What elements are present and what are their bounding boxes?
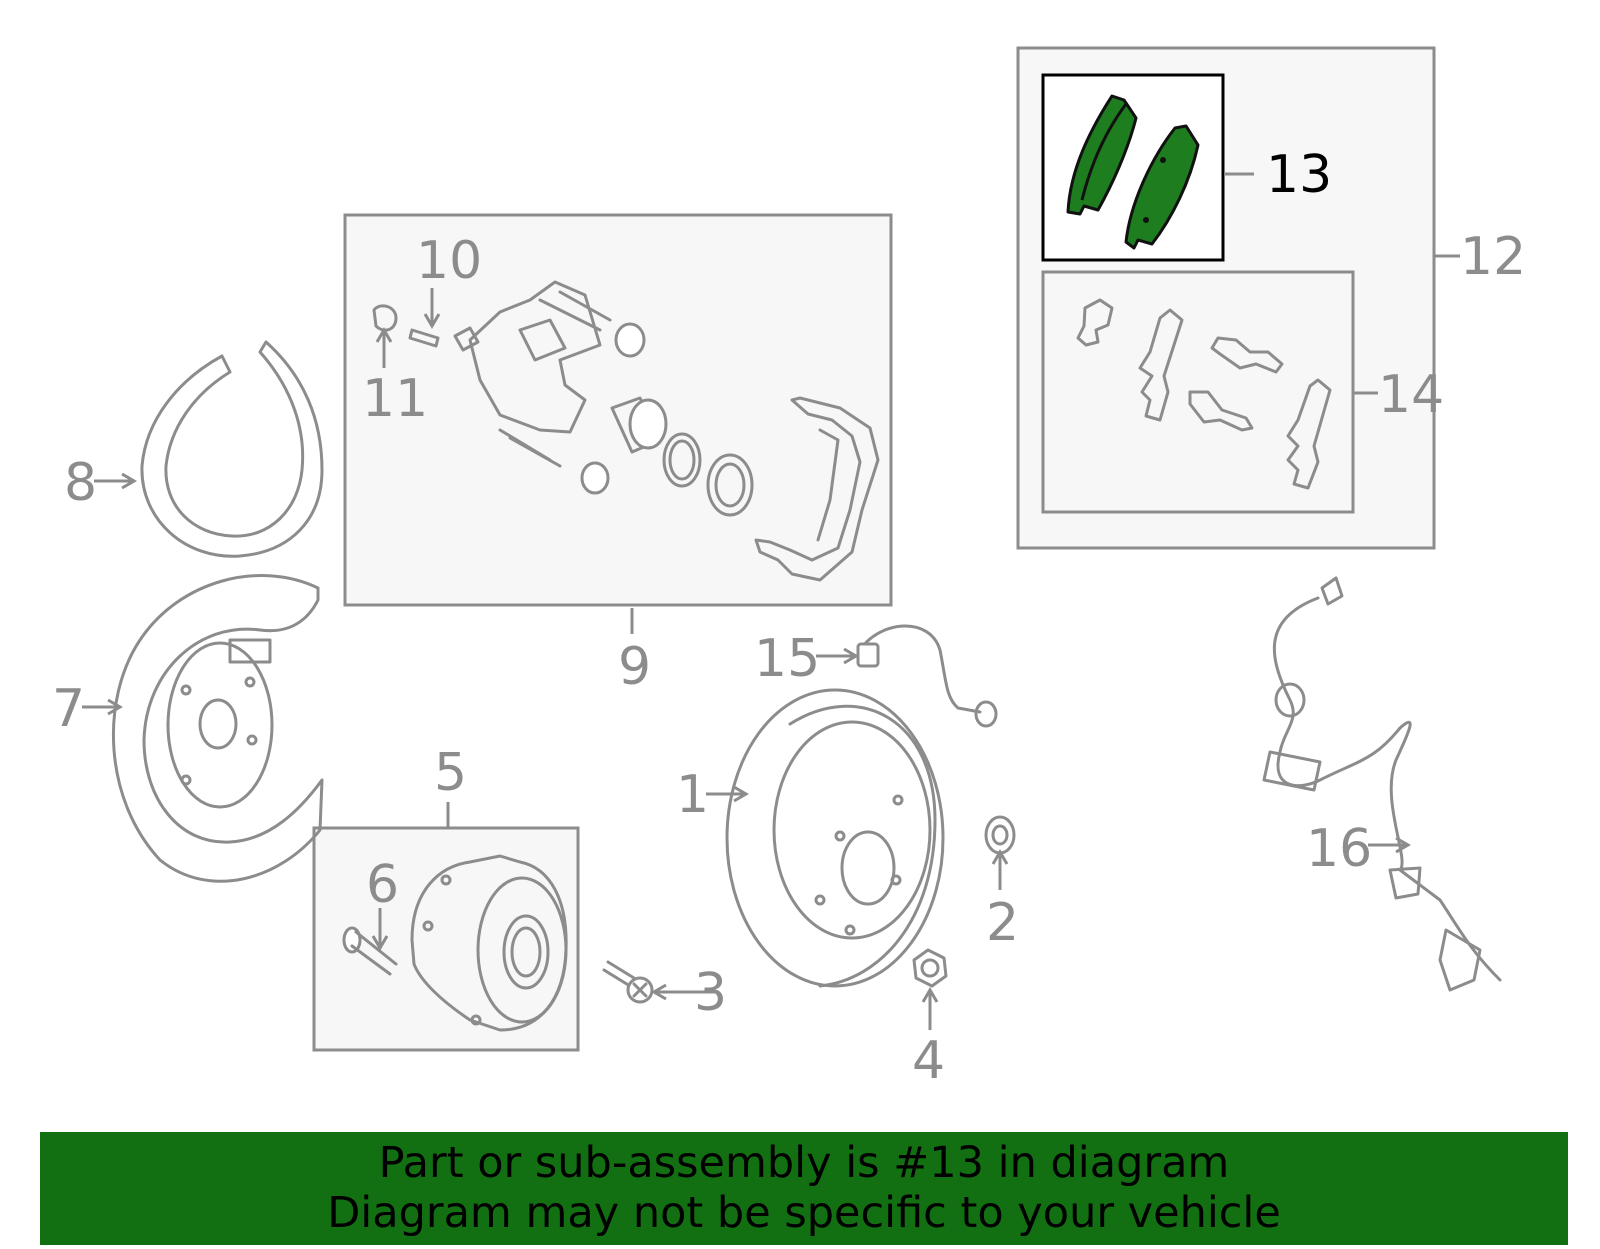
hub-nut-part [912, 948, 948, 988]
callout-2: 2 [986, 893, 1019, 953]
bleeder-cap-part [372, 304, 398, 332]
hub-bearing-part [410, 854, 568, 1032]
callout-4: 4 [912, 1031, 945, 1091]
caliper-assembly-box [343, 213, 893, 607]
caliper-part [453, 280, 646, 495]
callout-3: 3 [694, 963, 727, 1023]
callout-16: 16 [1306, 819, 1372, 879]
banner-line-disclaimer: Diagram may not be specific to your vehi… [327, 1188, 1281, 1238]
mounting-bolt-part [602, 960, 654, 1004]
piston-seal-part [662, 432, 702, 488]
banner-line-part-number: Part or sub-assembly is #13 in diagram [378, 1138, 1230, 1188]
bleeder-screw-part [408, 328, 440, 348]
callout-13[interactable]: 13 [1266, 145, 1332, 205]
parking-brake-shoe-part [140, 340, 324, 558]
caliper-piston-part [610, 396, 668, 454]
callout-8: 8 [64, 453, 97, 513]
callout-9: 9 [618, 637, 651, 697]
callout-leaders [82, 172, 1460, 1030]
callout-6: 6 [366, 855, 399, 915]
brake-pads-part[interactable] [1066, 94, 1200, 250]
wear-sensor-part [856, 624, 998, 728]
pad-hardware-clips-part [1076, 298, 1332, 490]
brake-rotor-part [725, 688, 945, 988]
callout-15: 15 [754, 629, 820, 689]
caliper-bracket-part [754, 396, 880, 582]
backing-plate-part [111, 574, 324, 883]
callout-12: 12 [1460, 227, 1526, 287]
callout-5: 5 [434, 743, 467, 803]
callout-10: 10 [416, 231, 482, 291]
part-info-banner: Part or sub-assembly is #13 in diagram D… [40, 1132, 1568, 1245]
dust-boot-part [706, 453, 754, 517]
callout-7: 7 [52, 679, 85, 739]
callout-1: 1 [676, 765, 709, 825]
abs-sensor-part [1262, 576, 1502, 992]
wheel-stud-nut-part [984, 815, 1016, 855]
callout-11: 11 [362, 369, 428, 429]
wheel-stud-part [342, 926, 398, 976]
callout-14: 14 [1378, 365, 1444, 425]
